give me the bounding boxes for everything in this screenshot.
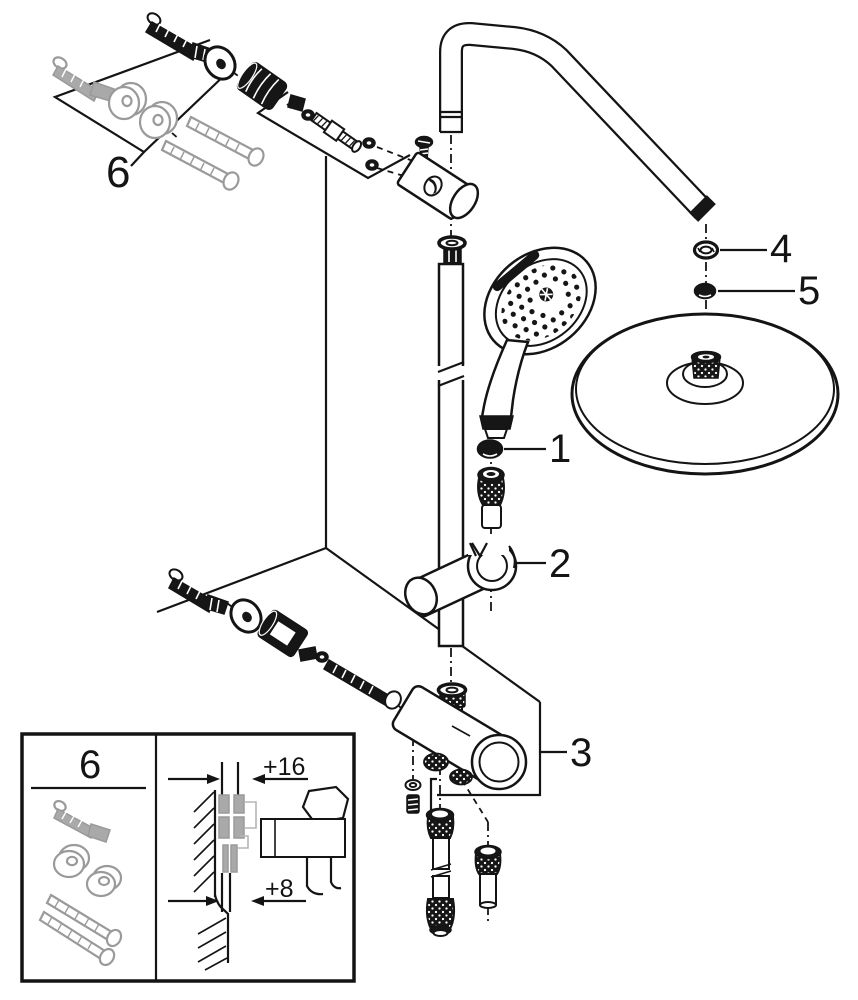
rubber-seal-icon xyxy=(693,282,717,300)
top-wall-bracket xyxy=(396,135,480,220)
spray-ring-marks-icon xyxy=(492,250,540,292)
washer-icon xyxy=(203,45,237,81)
lower-square-nut-icon xyxy=(298,646,318,662)
lower-anchor-assembly xyxy=(168,568,402,710)
inset-hardware-icons xyxy=(38,799,123,967)
inset-bracket-icon xyxy=(260,785,350,896)
installation-inset: 6 +16 xyxy=(20,732,356,983)
arm-seal-parts: 4 5 xyxy=(692,227,820,313)
inset-wall-section: +16 +8 xyxy=(168,753,350,971)
diverter-bottom-port-icon xyxy=(423,752,449,772)
callout-4-label: 4 xyxy=(770,227,792,271)
shower-hoses xyxy=(425,807,502,937)
square-nut-icon xyxy=(287,94,306,112)
hand-shower-handle xyxy=(480,338,530,419)
hand-shower xyxy=(479,246,597,439)
top-anchor-assembly xyxy=(236,62,379,171)
arm-end-ferrule-icon xyxy=(689,195,716,222)
lower-anchor-sleeve-icon xyxy=(257,609,308,658)
filter-washer-icon xyxy=(692,240,720,260)
dim-plus16-label: +16 xyxy=(263,753,305,781)
inset-set-label: 6 xyxy=(79,743,101,787)
diverter-assembly: 3 xyxy=(391,682,592,814)
callout-5-label: 5 xyxy=(798,269,820,313)
anchor-bolt-icon xyxy=(144,12,215,64)
callout-6-label: 6 xyxy=(106,148,130,197)
callout-2-label: 2 xyxy=(549,542,571,586)
threaded-rod-icon xyxy=(310,111,363,153)
glide-notch-icon xyxy=(471,542,488,559)
spray-face-emblem-icon xyxy=(539,287,554,302)
rail-top-connector-icon xyxy=(437,235,467,267)
hose-nut-icon xyxy=(477,466,505,506)
dim-plus8-label: +8 xyxy=(265,875,294,903)
rod-nuts-icon xyxy=(362,137,379,171)
hose-long xyxy=(425,807,455,937)
inset-spacer-icons xyxy=(218,794,257,873)
hose-ferrule-icon xyxy=(481,504,502,529)
callout-3-label: 3 xyxy=(570,731,592,775)
anchor-sleeve-icon xyxy=(236,62,288,110)
lower-washer-icon xyxy=(229,598,263,634)
glide-element: 2 xyxy=(403,538,571,618)
hose-short xyxy=(474,844,502,909)
mounting-hardware-set: 6 xyxy=(52,12,265,197)
rain-shower-head xyxy=(570,312,840,476)
grey-spacer-washers-icon xyxy=(107,81,179,140)
lower-anchor-bolt-icon xyxy=(168,568,229,615)
grey-anchor-bolt-icon xyxy=(52,56,115,103)
lower-long-screw-icon xyxy=(322,658,402,710)
shower-arm xyxy=(439,21,716,222)
head-thread-nipple-icon xyxy=(690,350,722,379)
grub-screw-with-oring-icon xyxy=(404,779,422,814)
lower-small-nut-icon xyxy=(315,651,329,663)
callout-1-label: 1 xyxy=(549,427,571,471)
diverter-bottom-port-icon xyxy=(449,768,473,786)
wall-bracket-body xyxy=(396,151,480,220)
hand-shower-seal-group: 1 xyxy=(476,427,571,529)
grey-screws-icon xyxy=(160,115,265,191)
hose-seal-icon xyxy=(476,439,504,459)
